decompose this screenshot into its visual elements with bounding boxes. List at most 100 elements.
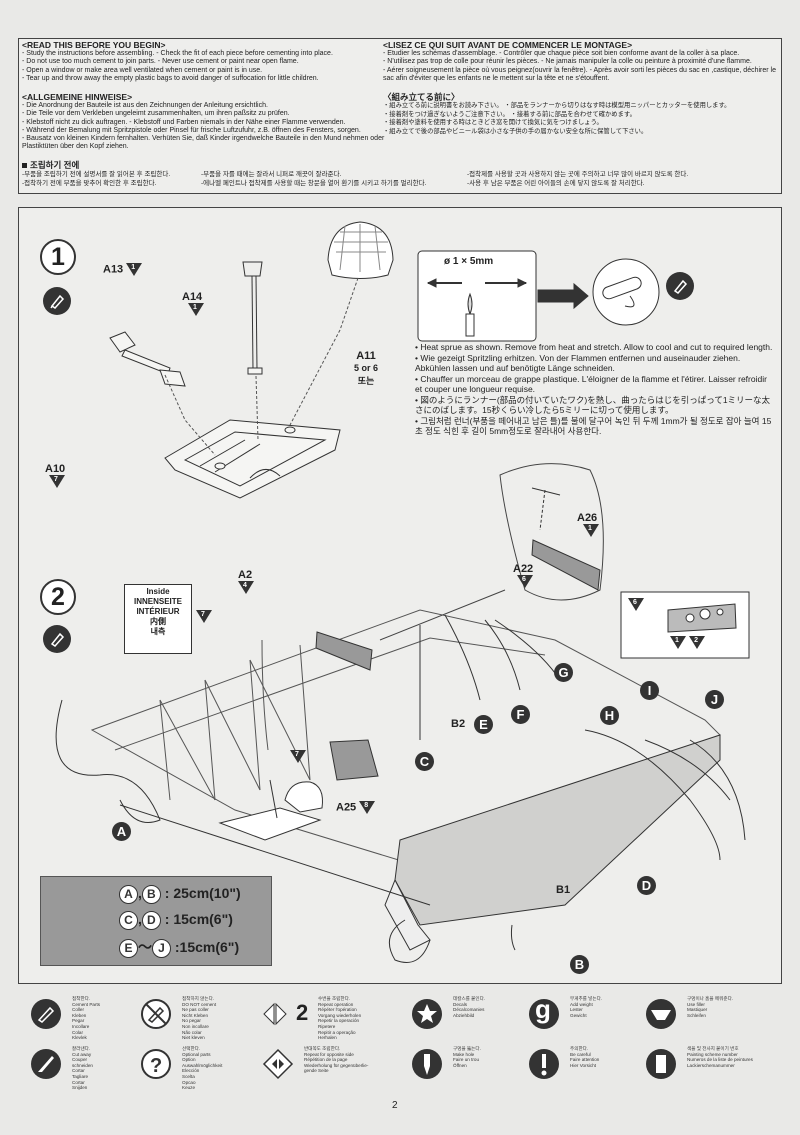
symbol-decal: 데칼스를 붙인다. Decals Décalcomanies Abziehbil…: [411, 996, 611, 1043]
legend-line-cd: C,D : 15cm(6"): [119, 911, 233, 930]
symbol-weight: g 무게추를 넣는다. Add weight Lester Gewicht: [528, 994, 728, 1043]
symbol-cut-text: 잘라낸다. Cut away Couper schneiden Cortar T…: [72, 1046, 93, 1091]
caution-icon: [529, 1049, 559, 1079]
intro-en-line: - Do not use too much cement to join par…: [22, 58, 299, 66]
drill-icon: [412, 1049, 442, 1079]
instrument-panel-part-a2: [315, 631, 373, 671]
symbol-cut: 잘라낸다. Cut away Couper schneiden Cortar T…: [30, 1046, 230, 1093]
intro-de-line: - Bausatz von kleinen Kindern fernhalten…: [22, 135, 385, 143]
intro-english: <READ THIS BEFORE YOU BEGIN> - Study the…: [22, 41, 392, 83]
part-label-a13: A13 1: [103, 263, 143, 276]
note-de: • Wie gezeigt Spritzling erhitzen. Von d…: [415, 353, 741, 373]
symbol-paint-number-text: 색을 및 전사지 붙이기 번호 Painting scheme number N…: [687, 1046, 753, 1068]
symbol-no-cement-text: 접착하지 않는다. DO NOT cement Ne pas coller Ni…: [182, 996, 217, 1041]
extra-count-tri: 7: [290, 750, 306, 763]
inside-label-box: Inside INNENSEITE INTÉRIEUR 内側 내측: [124, 584, 192, 654]
seat-part-a11: [327, 221, 394, 279]
symbol-opposite: 반대쪽도 조립한다. Repeat for opposite side Répé…: [262, 1046, 462, 1093]
symbol-opposite-text: 반대쪽도 조립한다. Repeat for opposite side Répé…: [304, 1046, 369, 1074]
symbol-filler-text: 구멍이나 홈을 메워준다. Use filler Mastiquer Schle…: [687, 996, 734, 1018]
intro-ja-line: ・組み立てる前に説明書をお読み下さい。 ・部品をランナーから切りはなす時は模型用…: [383, 102, 731, 110]
intro-ja-line: ・接着剤や塗料を使用する時はときどき窓を開けて換気に気をつけましょう。: [383, 119, 603, 127]
step-2-number: 2: [40, 579, 76, 615]
floor-frame-part-a10: [164, 419, 341, 499]
note-fr: • Chauffer un morceau de grappe plastiqu…: [415, 374, 767, 394]
side-panel-part-a25: [329, 739, 379, 781]
intro-en-line: - Tear up and throw away the empty plast…: [22, 74, 319, 82]
callout-f: F: [511, 705, 530, 724]
symbol-no-cement: 접착하지 않는다. DO NOT cement Ne pas coller Ni…: [140, 996, 340, 1043]
intro-fr-heading: <LISEZ CE QUI SUIT AVANT DE COMMENCER LE…: [383, 40, 633, 50]
symbol-cement-text: 접착한다. Cement Parts Coller Kleben Pegar I…: [72, 996, 101, 1041]
intro-fr-line: - N'utilisez pas trop de colle pour réun…: [383, 58, 752, 66]
intro-ja-line: ・接着剤をつけ過ぎないようご注意下さい。 ・接着する前に部品を合わせて確かめます…: [383, 110, 636, 118]
callout-g: G: [554, 663, 573, 682]
panel-counts-1-2: 1 2: [670, 636, 706, 649]
intro-ko-line: -부품을 조립하기 전에 설명서를 잘 읽어본 후 조립한다.: [22, 171, 171, 178]
instructions-intro-box: <READ THIS BEFORE YOU BEGIN> - Study the…: [18, 38, 782, 194]
symbol-paint-number: 색을 및 전사지 붙이기 번호 Painting scheme number N…: [645, 1046, 800, 1093]
intro-de-heading: <ALLGEMEINE HINWEISE>: [22, 92, 133, 102]
callout-d: D: [637, 876, 656, 895]
intro-fr-line: - Aérer soigneusement la pièce où vous p…: [383, 66, 776, 74]
inside-label-de: INNENSEITE: [133, 597, 182, 606]
intro-de-line: - Klebstoff nicht zu dick auftragen. - K…: [22, 118, 346, 126]
decal-icon: [412, 999, 442, 1029]
legend-line-ej: E～J :15cm(6"): [119, 937, 239, 958]
fuselage-skin-part-b1: [384, 734, 721, 951]
intro-ja-line: ・組み立てで後の部品やビニール袋は小さな子供の手の届かない安全な所に保管して下さ…: [383, 127, 648, 135]
sprue-size-label: ø 1 × 5mm: [444, 256, 494, 267]
note-ja: • 図のようにランナー(部品の付いていたワク)を熱し、曲ったらはじを引っぱって1…: [415, 395, 771, 415]
symbol-repeat: 2 수번을 조립한다. Repeat operation Répéter l'o…: [262, 996, 462, 1043]
intro-ko-heading: 조립하기 전에: [30, 160, 80, 170]
part-label-b1: B1: [556, 884, 571, 896]
intro-ko-line: -에나멜 페인트나 접착제를 사용할 때는 창문을 열어 환기를 시키고 하기를…: [201, 179, 427, 187]
part-label-b2: B2: [451, 718, 466, 730]
intro-ko-line: -접착하기 전에 부품을 맞추어 확인한 후 조립한다.: [22, 179, 157, 187]
intro-french: <LISEZ CE QUI SUIT AVANT DE COMMENCER LE…: [383, 41, 778, 83]
callout-i: I: [640, 681, 659, 700]
inside-count-tri: 7: [196, 610, 212, 623]
cement-icon: [43, 625, 71, 653]
rigging-length-legend: A,B : 25cm(10") C,D : 15cm(6") E～J :15cm…: [40, 876, 272, 966]
note-ko: • 그림처럼 런너(부품을 떼어내고 남은 틀)를 불에 달구어 녹인 뒤 두께…: [415, 416, 772, 436]
inside-label-ja: 内側: [150, 617, 166, 626]
callout-h: H: [600, 706, 619, 725]
intro-de-line: - Während der Bemalung mit Spritzpistole…: [22, 126, 361, 134]
heat-sprue-diagram: [417, 250, 660, 342]
optional-icon: ?: [141, 1049, 171, 1079]
note-en: • Heat sprue as shown. Remove from heat …: [415, 342, 773, 352]
cut-icon: [31, 1049, 61, 1079]
symbol-optional: ? 선택한다. Optional parts Option Auswahlmög…: [140, 1046, 340, 1093]
intro-korean-col1: -부품을 조립하기 전에 설명서를 잘 읽어본 후 조립한다. -접착하기 전에…: [22, 171, 202, 188]
legend-line-ab: A,B : 25cm(10"): [119, 885, 241, 904]
symbol-repeat-text: 수번을 조립한다. Repeat operation Répéter l'opé…: [318, 996, 362, 1041]
intro-korean-col3: -접착제를 사용할 곳과 사용하지 않는 곳에 주의하고 너무 많이 바르지 않…: [467, 171, 777, 188]
symbol-cement: 접착한다. Cement Parts Coller Kleben Pegar I…: [30, 996, 230, 1043]
inside-label-en: Inside: [146, 587, 170, 596]
intro-de-line: Plastiktüten über den Kopf ziehen.: [22, 143, 129, 151]
callout-b: B: [570, 955, 589, 974]
intro-en-line: - Open a window or make area well ventil…: [22, 66, 263, 74]
repeat-count: 2: [296, 1000, 309, 1025]
intro-en-heading: <READ THIS BEFORE YOU BEGIN>: [22, 40, 166, 50]
intro-ja-heading: 〈組み立てる前に〉: [383, 92, 460, 102]
seat-assembly-step2: [218, 779, 323, 841]
intro-de-line: - Die Anordnung der Bauteile ist aus den…: [22, 102, 268, 110]
callout-e: E: [474, 715, 493, 734]
inside-label-fr: INTÉRIEUR: [136, 607, 180, 616]
inside-label-ko: 내측: [150, 627, 166, 636]
repeat-icon: [263, 1002, 287, 1026]
weight-icon: [529, 999, 559, 1029]
callout-a: A: [112, 822, 131, 841]
opposite-side-icon: [262, 1048, 294, 1080]
symbol-drill: 구멍을 뚫는다. Make hole Faire un trou Öffnen: [411, 1046, 611, 1093]
intro-ko-line: -접착제를 사용할 곳과 사용하지 않는 곳에 주의하고 너무 많이 바르지 않…: [467, 171, 689, 178]
intro-en-line: - Study the instructions before assembli…: [22, 50, 333, 58]
part-label-a25: A25 8: [336, 801, 376, 814]
